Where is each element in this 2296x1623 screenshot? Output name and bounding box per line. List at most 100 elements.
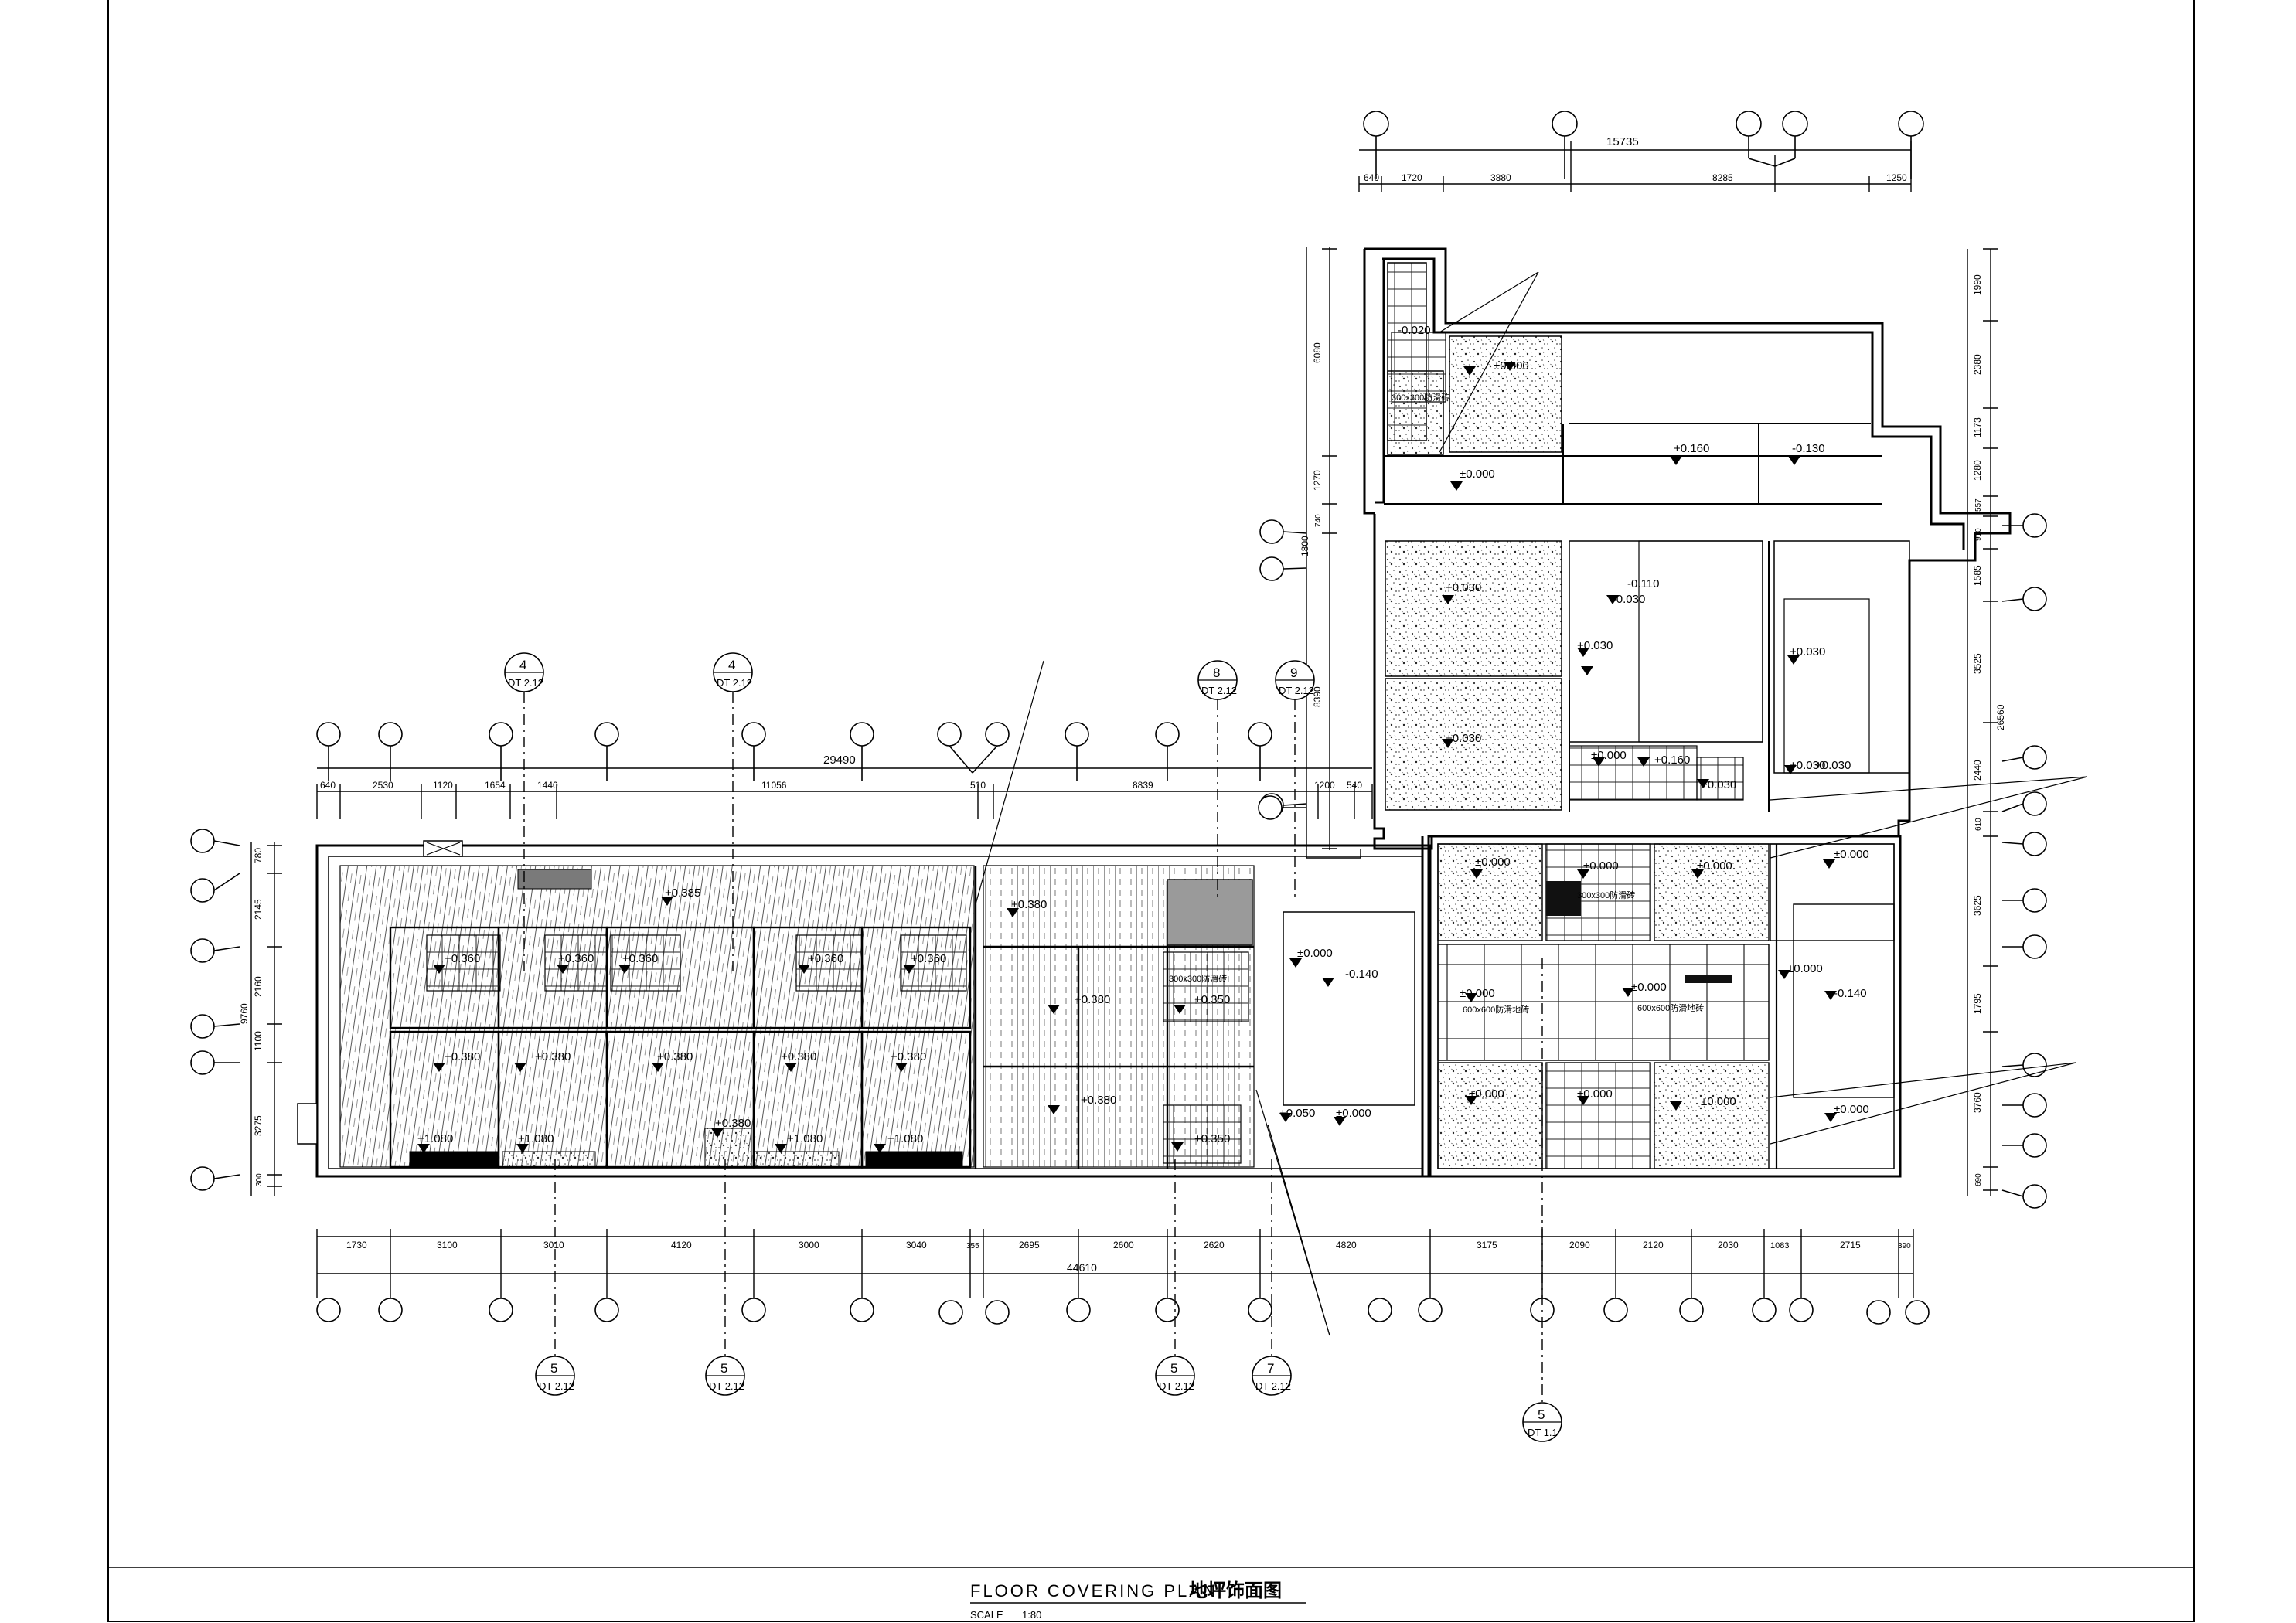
level-h13: +1.080 xyxy=(518,1132,554,1145)
dim-top-right-3: 8285 xyxy=(1712,172,1733,183)
dim-right-12: 3760 xyxy=(1972,1092,1983,1113)
level-n4: ±0.000 xyxy=(1460,468,1495,481)
dim-bottom-4: 3000 xyxy=(799,1240,819,1250)
section-6-sheet: DT 2.12 xyxy=(709,1380,744,1392)
section-marker-3: 8 DT 2.12 xyxy=(1197,660,1238,897)
dim-bottom-12: 2090 xyxy=(1569,1240,1590,1250)
room-n-small-bath xyxy=(1391,332,1446,403)
room-n-inner-1 xyxy=(1638,540,1763,743)
east-speckle-br xyxy=(1654,1062,1770,1169)
dim-right-4: 557 xyxy=(1974,498,1983,512)
hall-wood-floor xyxy=(339,865,975,1168)
dim-top-left-9: 540 xyxy=(1347,780,1362,791)
dim-mid-4: 8390 xyxy=(1312,686,1323,707)
top-right-dimensions xyxy=(1358,141,1912,192)
level-n1: ±0.000 xyxy=(1494,359,1529,373)
dim-right-5: 910 xyxy=(1974,528,1983,541)
dim-top-left-4: 1440 xyxy=(537,780,558,791)
dim-bottom-total: 44610 xyxy=(1067,1261,1097,1274)
dim-right-2: 1173 xyxy=(1972,417,1983,437)
section-marker-9: 5 DT 1.1 xyxy=(1522,958,1562,1442)
level-c2: +0.380 xyxy=(1075,993,1110,1006)
level-e5: ±0.000 xyxy=(1460,987,1495,1000)
level-e4: ±0.000 xyxy=(1834,848,1869,861)
dim-top-left-3: 1654 xyxy=(485,780,506,791)
grid-bubbles-right xyxy=(2001,513,2047,1209)
section-6-num: 5 xyxy=(720,1361,727,1376)
east-black-fixture xyxy=(1546,881,1581,916)
room-n-grid-small-2 xyxy=(1696,757,1744,801)
dim-left-3: 1100 xyxy=(253,1031,264,1051)
level-n3: -0.130 xyxy=(1792,442,1825,455)
level-e7: ±0.000 xyxy=(1787,962,1823,975)
level-h9: +0.380 xyxy=(657,1050,693,1063)
level-m4: ±0.000 xyxy=(1336,1107,1371,1120)
dim-bottom-10: 4820 xyxy=(1336,1240,1357,1250)
level-n7: +0.030 xyxy=(1610,593,1645,606)
level-n11: +0.030 xyxy=(1790,759,1825,772)
dim-bottom-11: 3175 xyxy=(1477,1240,1497,1250)
level-h16: +1.080 xyxy=(887,1132,923,1145)
level-n14: +0.030 xyxy=(1701,778,1736,791)
dim-right-0: 1990 xyxy=(1972,274,1983,295)
dim-mid-3: 1800 xyxy=(1300,536,1310,556)
dim-right-total: 26560 xyxy=(1995,704,2006,730)
dim-bottom-16: 2715 xyxy=(1840,1240,1861,1250)
level-e10: ±0.000 xyxy=(1577,1087,1613,1101)
level-h11: +0.380 xyxy=(891,1050,926,1063)
dim-mid-0: 6080 xyxy=(1312,342,1323,363)
section-4-num: 9 xyxy=(1290,665,1297,680)
level-n10: +0.030 xyxy=(1446,732,1481,745)
dim-left-0: 780 xyxy=(253,848,264,863)
dim-top-right-4: 1250 xyxy=(1886,172,1907,183)
grid-bubbles-bottom xyxy=(316,1298,1930,1325)
gray-service-room xyxy=(1167,879,1253,946)
level-n2: +0.160 xyxy=(1674,442,1709,455)
bottom-dimensions xyxy=(316,1229,1914,1298)
dim-top-left-5: 11056 xyxy=(761,780,787,791)
level-c3: +0.380 xyxy=(1081,1094,1116,1107)
level-e3: ±0.000 xyxy=(1697,859,1732,873)
section-marker-4: 9 DT 2.12 xyxy=(1275,660,1315,897)
level-c4: +0.350 xyxy=(1194,993,1230,1006)
dim-mid-2: 740 xyxy=(1314,514,1323,527)
hall-top-gray-strip xyxy=(517,869,592,890)
grid-bubbles-left xyxy=(190,829,240,1191)
dim-bottom-5: 3040 xyxy=(906,1240,927,1250)
section-9-num: 5 xyxy=(1538,1407,1545,1422)
dim-bottom-17: 390 xyxy=(1898,1242,1911,1250)
section-8-sheet: DT 2.12 xyxy=(1255,1380,1291,1392)
section-marker-8: 7 DT 2.12 xyxy=(1252,1159,1292,1396)
level-h5: +0.360 xyxy=(808,952,843,965)
sheet-border xyxy=(107,0,2195,1622)
level-h14: +0.380 xyxy=(715,1117,751,1130)
east-black-bar xyxy=(1685,975,1732,983)
note-5: 300x300防滑砖 xyxy=(1169,973,1227,984)
dim-bottom-0: 1730 xyxy=(346,1240,367,1250)
grid-bubbles-top-left xyxy=(316,722,1306,820)
dim-right-11: 1795 xyxy=(1972,993,1983,1014)
dim-right-8: 2440 xyxy=(1972,760,1983,781)
section-3-sheet: DT 2.12 xyxy=(1201,685,1237,696)
section-7-num: 5 xyxy=(1170,1361,1177,1376)
room-n-grid-small xyxy=(1569,745,1698,801)
note-4: 300x300防滑砖 xyxy=(1577,890,1635,900)
dim-right-6: 1585 xyxy=(1972,565,1983,586)
section-7-sheet: DT 2.12 xyxy=(1159,1380,1194,1392)
dim-right-13: 690 xyxy=(1974,1173,1983,1186)
dim-bottom-13: 2120 xyxy=(1643,1240,1664,1250)
dim-right-7: 3525 xyxy=(1972,653,1983,674)
level-h8: +0.380 xyxy=(535,1050,571,1063)
dim-bottom-15: 1083 xyxy=(1770,1241,1789,1250)
level-e12: ±0.000 xyxy=(1834,1103,1869,1116)
section-marker-2: 4 DT 2.12 xyxy=(713,652,753,974)
note-3: 600x600防滑地砖 xyxy=(1637,1002,1704,1013)
dim-top-right-2: 3880 xyxy=(1490,172,1511,183)
level-h12: +1.080 xyxy=(417,1132,453,1145)
dim-right-1: 2380 xyxy=(1972,354,1983,375)
level-h3: +0.360 xyxy=(558,952,594,965)
dim-bottom-6: 355 xyxy=(966,1242,979,1250)
level-n12: ±0.000 xyxy=(1591,749,1627,762)
east-speckle-tr xyxy=(1654,843,1770,941)
